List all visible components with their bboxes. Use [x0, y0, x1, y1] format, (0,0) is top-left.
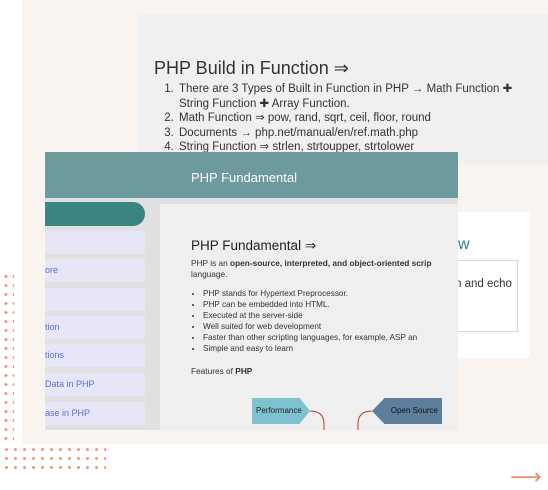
- list-item: There are 3 Types of Built in Function i…: [177, 82, 537, 111]
- sidebar-item[interactable]: [45, 288, 145, 311]
- intro-paragraph: PHP is an open-source, interpreted, and …: [191, 258, 458, 280]
- php-bullet-list: PHP stands for Hypertext Preprocessor. P…: [191, 288, 417, 354]
- features-bold: PHP: [235, 366, 253, 376]
- diagram-performance-label: Performance: [256, 406, 302, 415]
- diagram-open-source-shape: Open Source: [372, 398, 442, 424]
- main-content: PHP Fundamental ⇒ PHP is an open-source,…: [160, 204, 458, 430]
- list-item: PHP stands for Hypertext Preprocessor.: [203, 288, 417, 299]
- sidebar-item-label: tions: [45, 350, 65, 360]
- list-item: Executed at the server-side: [203, 310, 417, 321]
- intro-prefix: PHP is an: [191, 258, 231, 268]
- features-prefix: Features of: [191, 366, 236, 376]
- sidebar-item-active[interactable]: [45, 202, 145, 226]
- sidebar-item[interactable]: ore: [45, 259, 145, 282]
- slide-card-back: [138, 14, 548, 164]
- sidebar-item[interactable]: tion: [45, 316, 145, 339]
- next-arrow-icon[interactable]: ⟶: [510, 465, 542, 490]
- list-item: Faster than other scripting languages, f…: [203, 332, 417, 343]
- front-header-title: PHP Fundamental: [191, 170, 297, 185]
- sidebar-item-label: Data in PHP: [45, 379, 95, 389]
- slide-right-heading: w: [458, 236, 470, 253]
- list-item: Documents → php.net/manual/en/ref.math.p…: [177, 126, 537, 141]
- sidebar-item-label: tion: [45, 322, 60, 332]
- sidebar-item[interactable]: tions: [45, 344, 145, 367]
- sidebar-item-label: ase in PHP: [45, 408, 91, 418]
- diagram-performance-shape: Performance: [252, 398, 310, 424]
- slide-back-title: PHP Build in Function ⇒: [154, 58, 349, 78]
- list-item: String Function ⇒ strlen, strtoupper, st…: [177, 140, 537, 155]
- sidebar-item[interactable]: ase in PHP: [45, 402, 145, 425]
- list-item: PHP can be embedded into HTML.: [203, 299, 417, 310]
- slide-right-box: [455, 260, 518, 332]
- list-item: Well suited for web development: [203, 321, 417, 332]
- intro-bold: open-source, interpreted, and object-ori…: [230, 258, 432, 268]
- intro-suffix: language.: [191, 269, 228, 279]
- slide-back-list: There are 3 Types of Built in Function i…: [163, 82, 537, 155]
- decorative-dots-vertical: [2, 272, 14, 442]
- features-label: Features of PHP: [191, 366, 252, 376]
- diagram-open-source-label: Open Source: [390, 406, 438, 415]
- decorative-dots-horizontal: [2, 445, 106, 471]
- page-title: PHP Fundamental ⇒: [191, 238, 317, 253]
- list-item: Simple and easy to learn: [203, 343, 417, 354]
- slide-right-text: n and echo: [455, 278, 512, 290]
- sidebar-item[interactable]: Data in PHP: [45, 373, 145, 396]
- diagram-connector-lines: [310, 410, 372, 430]
- front-header: PHP Fundamental: [45, 152, 458, 198]
- sidebar-item-label: ore: [45, 265, 59, 275]
- list-item: Math Function ⇒ pow, rand, sqrt, ceil, f…: [177, 111, 537, 126]
- sidebar-item[interactable]: [45, 231, 145, 254]
